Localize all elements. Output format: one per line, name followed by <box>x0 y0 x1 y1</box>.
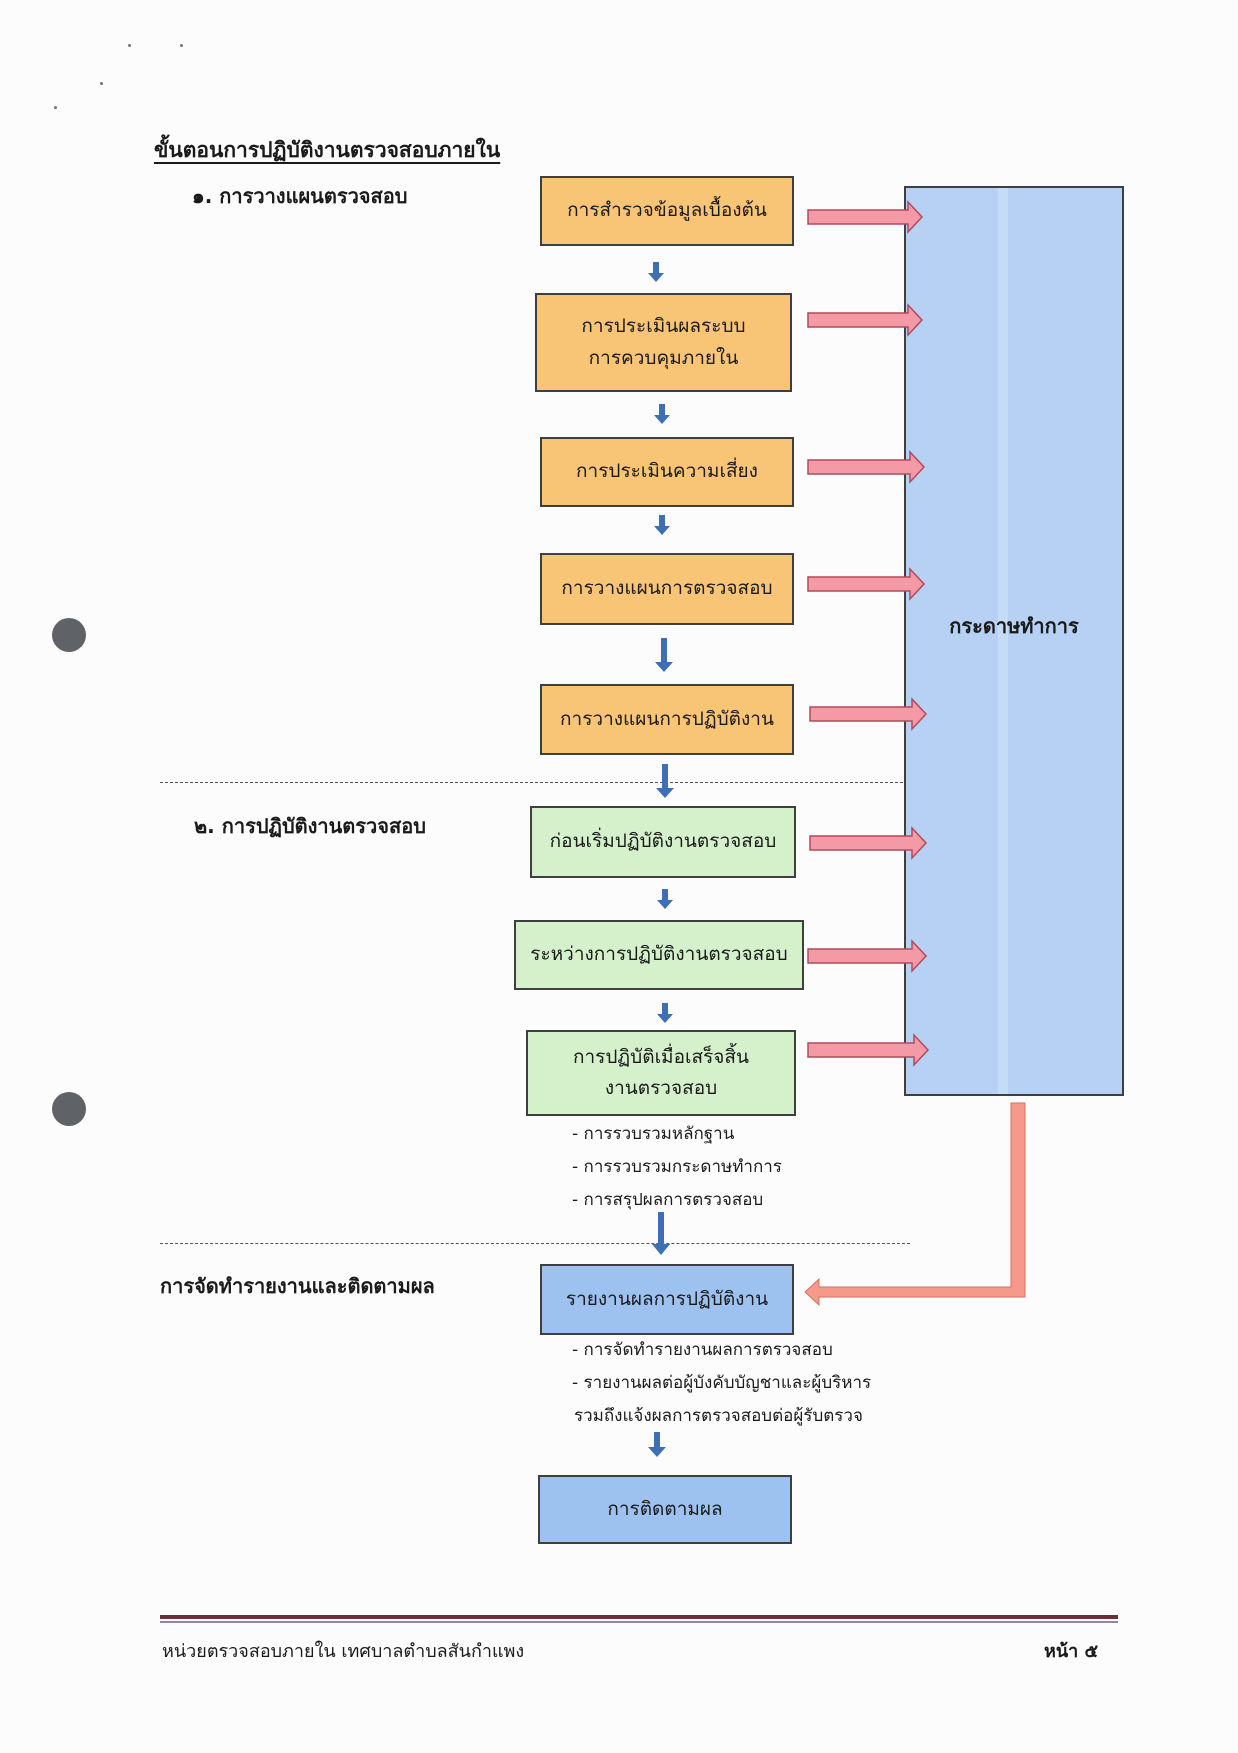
section-divider <box>160 1243 910 1244</box>
scan-speck <box>100 82 103 85</box>
side-arrow <box>807 1033 930 1067</box>
side-arrow <box>807 200 924 234</box>
section-divider <box>160 782 908 783</box>
report-bullets: - การจัดทำรายงานผลการตรวจสอบ - รายงานผลต… <box>572 1334 871 1433</box>
bullet-item: รวมถึงแจ้งผลการตรวจสอบต่อผู้รับตรวจ <box>574 1406 863 1427</box>
down-arrow <box>648 262 664 282</box>
side-arrows <box>807 200 930 1067</box>
step-during-audit: ระหว่างการปฏิบัติงานตรวจสอบ <box>514 920 804 990</box>
side-arrow <box>807 567 926 601</box>
step-label: การวางแผนการปฏิบัติงาน <box>560 707 774 730</box>
page-title: ขั้นตอนการปฏิบัติงานตรวจสอบภายใน <box>154 138 501 162</box>
step-follow-up: การติดตามผล <box>538 1475 792 1544</box>
return-arrow <box>804 1102 1026 1307</box>
step-audit-planning: การวางแผนการตรวจสอบ <box>540 553 794 625</box>
step-control-evaluation: การประเมินผลระบบ การควบคุมภายใน <box>535 293 792 392</box>
footer-rule <box>160 1615 1118 1619</box>
scan-speck <box>180 44 183 47</box>
section-reporting: การจัดทำรายงานและติดตามผล <box>160 1274 435 1298</box>
down-arrow <box>652 1212 670 1255</box>
side-arrow <box>807 939 928 973</box>
step-preliminary-survey: การสำรวจข้อมูลเบื้องต้น <box>540 176 794 246</box>
scan-speck <box>54 106 57 109</box>
down-arrow <box>654 515 670 535</box>
bullet-item: - การจัดทำรายงานผลการตรวจสอบ <box>572 1340 833 1360</box>
bullet-item: - การรวบรวมหลักฐาน <box>572 1124 735 1144</box>
bullet-item: - การรวบรวมกระดาษทำการ <box>572 1157 782 1178</box>
step-label: รายงานผลการปฏิบัติงาน <box>565 1287 769 1310</box>
step-label: ก่อนเริ่มปฏิบัติงานตรวจสอบ <box>549 830 777 853</box>
down-arrow <box>655 638 673 672</box>
step-label: การประเมินความเสี่ยง <box>576 460 758 483</box>
punch-hole <box>52 618 86 652</box>
step-work-planning: การวางแผนการปฏิบัติงาน <box>540 684 794 755</box>
bullet-item: - การสรุปผลการตรวจสอบ <box>572 1190 764 1211</box>
step-label: การควบคุมภายใน <box>588 346 739 369</box>
side-arrow <box>809 826 928 860</box>
footer-rule <box>160 1621 1118 1623</box>
section-planning: ๑. การวางแผนตรวจสอบ <box>192 184 408 208</box>
down-arrow <box>656 764 674 798</box>
down-arrow <box>657 889 673 909</box>
side-arrow <box>809 697 928 731</box>
down-arrow <box>648 1432 666 1457</box>
step-risk-assessment: การประเมินความเสี่ยง <box>540 437 794 507</box>
step-after-audit: การปฏิบัติเมื่อเสร็จสิ้น งานตรวจสอบ <box>526 1030 796 1116</box>
step-label: การประเมินผลระบบ <box>581 315 746 338</box>
after-audit-bullets: - การรวบรวมหลักฐาน - การรวบรวมกระดาษทำกา… <box>572 1118 782 1217</box>
punch-hole <box>52 1092 86 1126</box>
side-arrow <box>807 450 926 484</box>
step-label: การวางแผนการตรวจสอบ <box>561 577 773 600</box>
working-papers-label: กระดาษทำการ <box>949 614 1079 638</box>
footer-page-number: หน้า ๕ <box>1044 1641 1099 1662</box>
step-label: ระหว่างการปฏิบัติงานตรวจสอบ <box>530 943 788 966</box>
down-arrow <box>657 1003 673 1023</box>
footer-unit: หน่วยตรวจสอบภายใน เทศบาลตำบลสันกำแพง <box>162 1641 525 1662</box>
step-label: งานตรวจสอบ <box>604 1077 718 1099</box>
step-before-audit: ก่อนเริ่มปฏิบัติงานตรวจสอบ <box>530 806 796 878</box>
step-report-results: รายงานผลการปฏิบัติงาน <box>540 1264 794 1335</box>
section-execution: ๒. การปฏิบัติงานตรวจสอบ <box>194 814 426 838</box>
down-arrow <box>654 404 670 424</box>
step-label: การปฏิบัติเมื่อเสร็จสิ้น <box>572 1045 750 1068</box>
working-papers-panel: กระดาษทำการ <box>904 186 1124 1096</box>
scan-speck <box>128 44 131 47</box>
down-arrows <box>648 262 674 1457</box>
step-label: การติดตามผล <box>607 1497 723 1520</box>
step-label: การสำรวจข้อมูลเบื้องต้น <box>567 199 767 222</box>
side-arrow <box>807 303 924 337</box>
bullet-item: - รายงานผลต่อผู้บังคับบัญชาและผู้บริหาร <box>572 1373 872 1394</box>
